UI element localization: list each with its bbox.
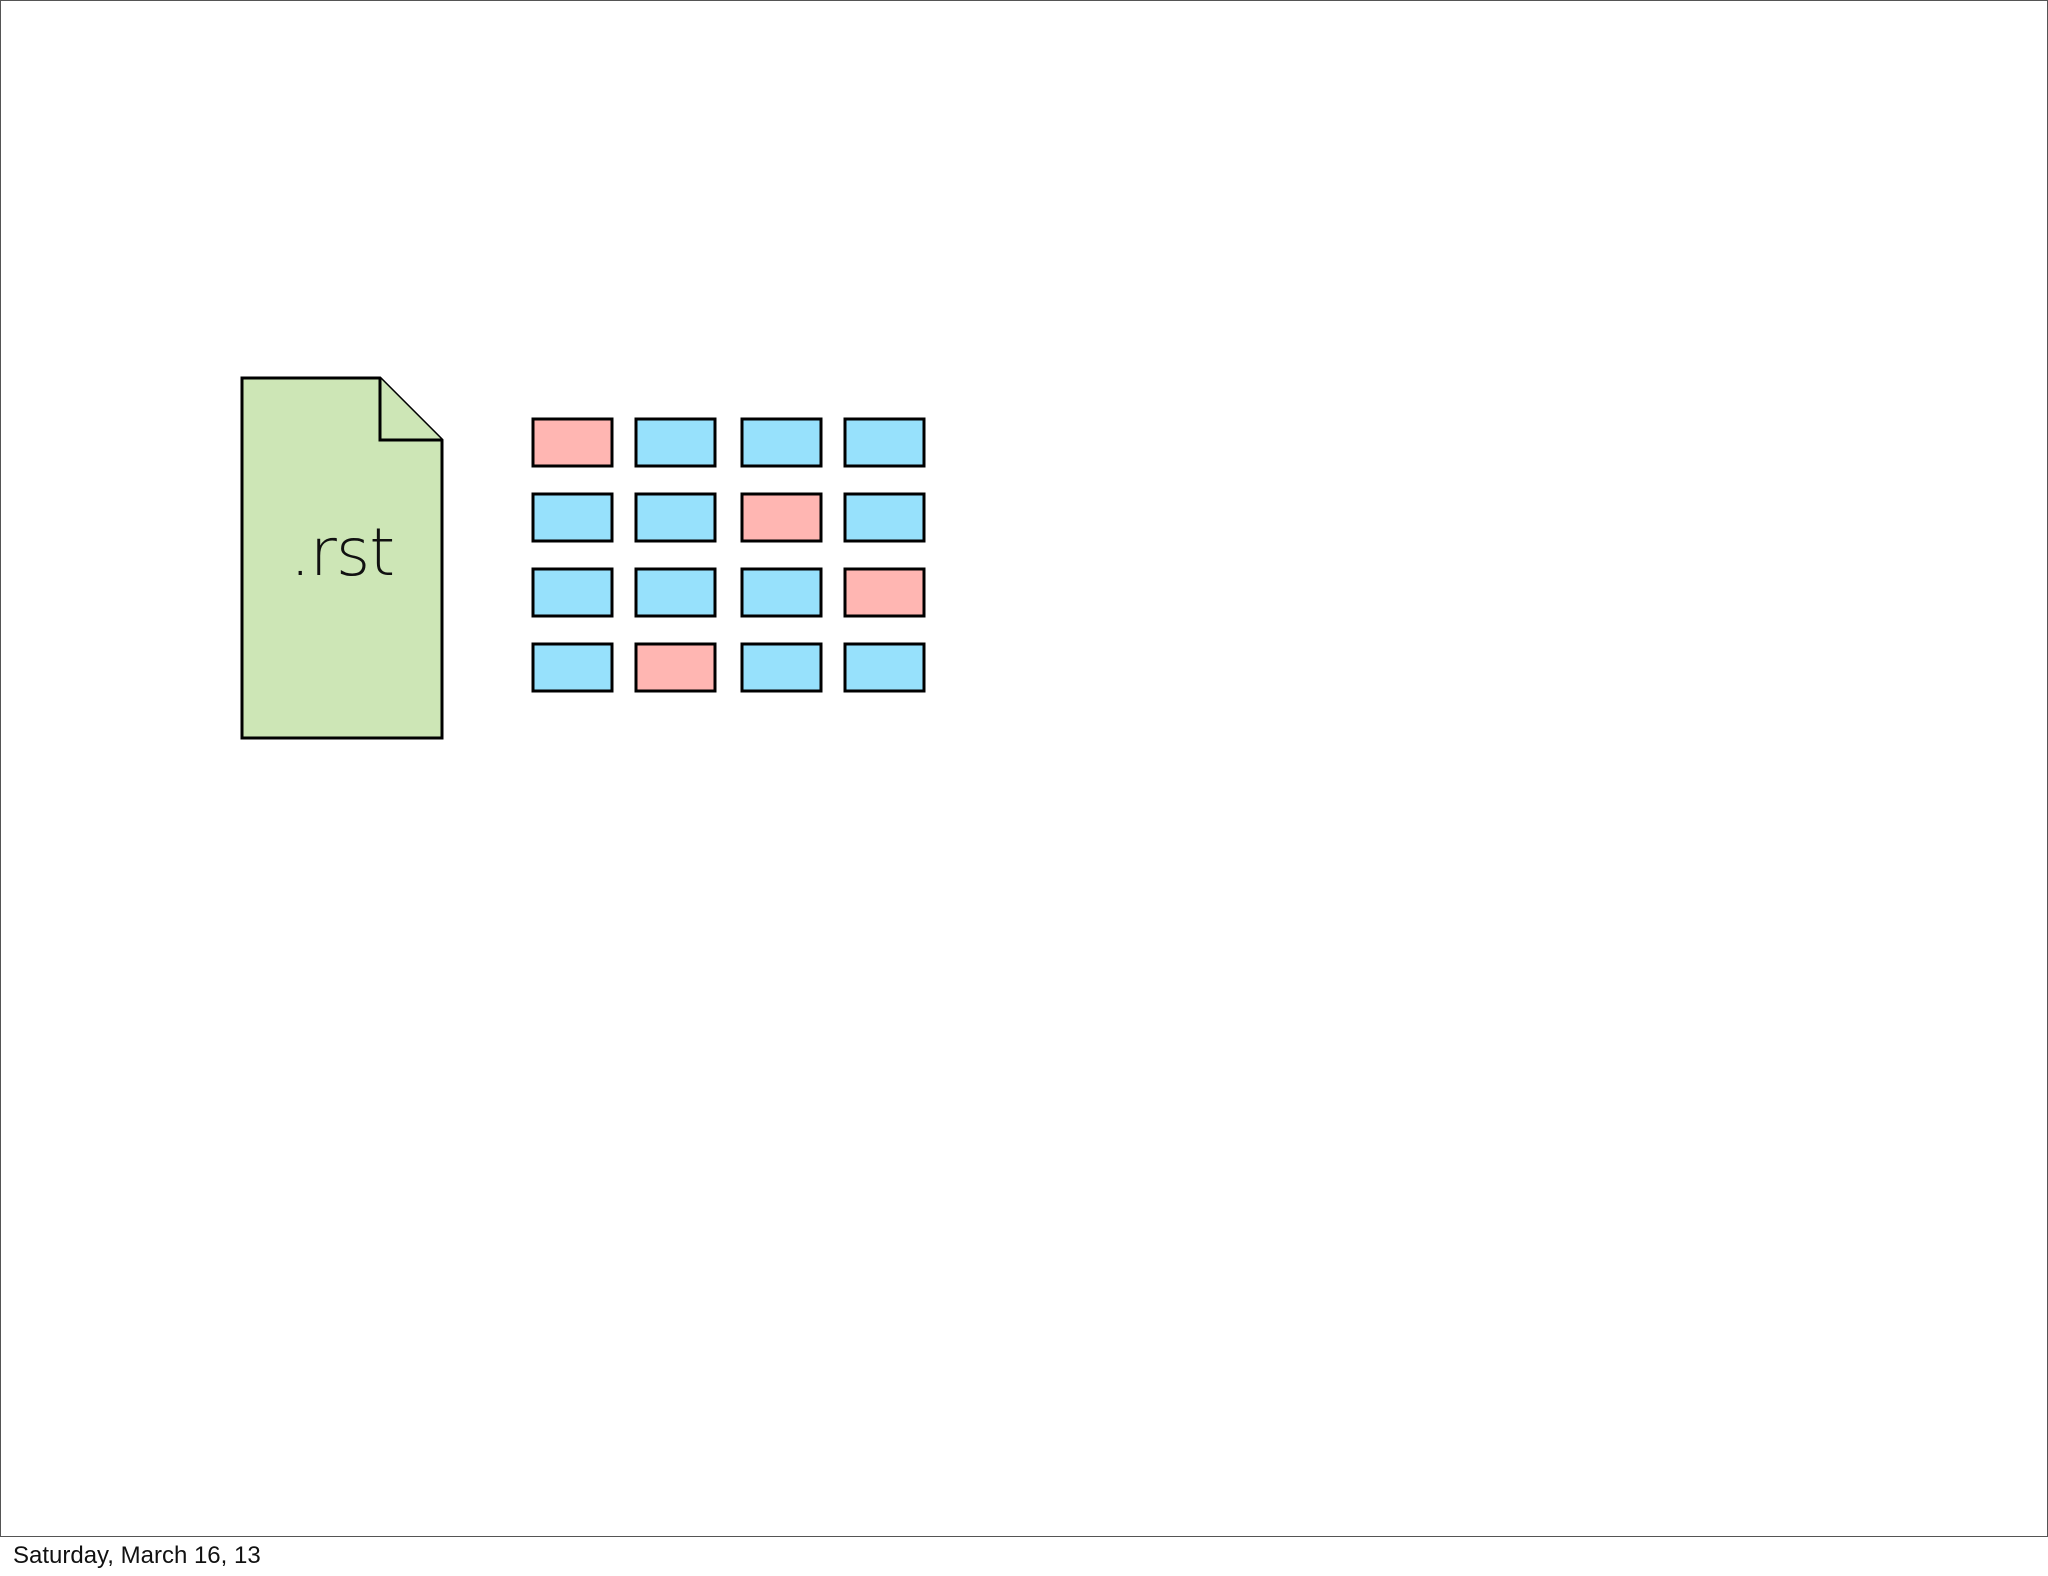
grid-block-blue bbox=[740, 417, 823, 468]
grid-block-blue bbox=[531, 642, 614, 693]
grid-block-blue bbox=[531, 492, 614, 543]
grid-block-blue bbox=[634, 567, 717, 618]
grid-block-blue bbox=[634, 492, 717, 543]
rst-file-icon bbox=[240, 376, 444, 740]
grid-block-pink bbox=[843, 567, 926, 618]
grid-block-blue bbox=[843, 417, 926, 468]
file-label: .rst bbox=[289, 514, 395, 591]
grid-block-pink bbox=[740, 492, 823, 543]
block-grid bbox=[531, 417, 926, 693]
grid-block-blue bbox=[843, 642, 926, 693]
file-dog-ear bbox=[378, 378, 442, 442]
grid-block-blue bbox=[740, 567, 823, 618]
grid-block-blue bbox=[531, 567, 614, 618]
grid-block-pink bbox=[634, 642, 717, 693]
grid-block-blue bbox=[843, 492, 926, 543]
footer-date: Saturday, March 16, 13 bbox=[13, 1542, 261, 1569]
grid-block-blue bbox=[634, 417, 717, 468]
file-body bbox=[240, 376, 444, 740]
slide-frame bbox=[0, 0, 2048, 1537]
grid-block-pink bbox=[531, 417, 614, 468]
grid-block-blue bbox=[740, 642, 823, 693]
